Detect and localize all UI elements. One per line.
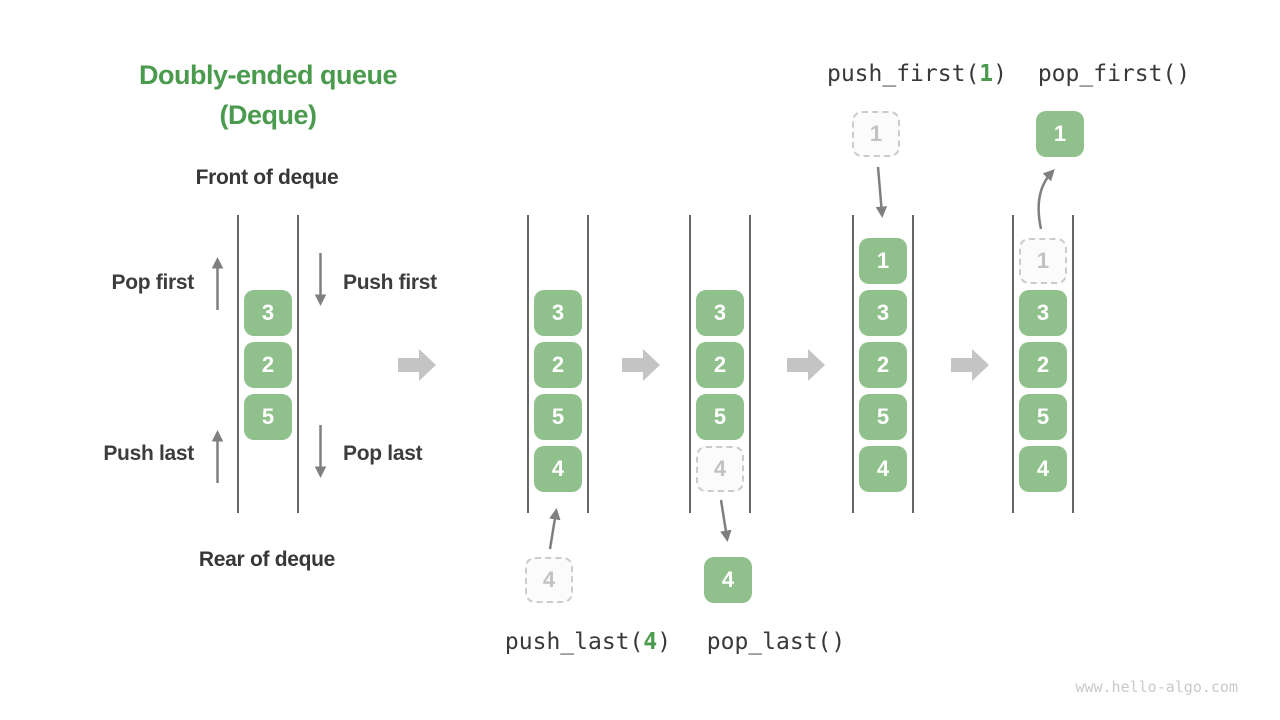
- queue-cell: 5: [696, 394, 744, 440]
- queue-cell: 2: [696, 342, 744, 388]
- queue-cell: 5: [244, 394, 292, 440]
- queue-cell: 3: [859, 290, 907, 336]
- queue-cell: 4: [534, 446, 582, 492]
- watermark: www.hello-algo.com: [1075, 678, 1238, 696]
- pop-first-connector-arrow-icon: [1037, 169, 1055, 230]
- code-text: ): [657, 629, 672, 655]
- queue-cell: 2: [534, 342, 582, 388]
- code-arg: 1: [979, 61, 994, 87]
- queue-wall: [527, 215, 529, 513]
- incoming-cell-ghost: 1: [852, 111, 900, 157]
- pop-last-code-label: pop_last(): [706, 629, 846, 655]
- pop-first-code-label: pop_first(): [1037, 61, 1191, 87]
- code-text: push_first(: [826, 61, 980, 87]
- push-first-connector-arrow-icon: [875, 166, 888, 219]
- queue-wall: [237, 215, 239, 513]
- step-arrow-icon: [951, 349, 989, 381]
- rear-of-deque-label: Rear of deque: [198, 548, 336, 571]
- pop-last-connector-arrow-icon: [719, 499, 732, 542]
- queue-wall: [297, 215, 299, 513]
- popped-cell: 4: [704, 557, 752, 603]
- queue-cell: 4: [1019, 446, 1067, 492]
- front-of-deque-label: Front of deque: [195, 166, 339, 189]
- queue-cell: 5: [859, 394, 907, 440]
- push-last-connector-arrow-icon: [548, 508, 561, 550]
- queue-cell: 2: [1019, 342, 1067, 388]
- step-arrow-icon: [787, 349, 825, 381]
- queue-cell: 3: [696, 290, 744, 336]
- step-arrow-icon: [622, 349, 660, 381]
- queue-cell: 1: [859, 238, 907, 284]
- queue-wall: [689, 215, 691, 513]
- queue-cell: 2: [859, 342, 907, 388]
- queue-wall: [1012, 215, 1014, 513]
- step-arrow-icon: [398, 349, 436, 381]
- queue-cell: 4: [859, 446, 907, 492]
- removed-cell-ghost: 1: [1019, 238, 1067, 284]
- pop-last-label: Pop last: [343, 442, 423, 465]
- queue-wall: [912, 215, 914, 513]
- incoming-cell-ghost: 4: [525, 557, 573, 603]
- diagram-title: Doubly-ended queue (Deque): [68, 55, 468, 135]
- push-first-label: Push first: [343, 271, 437, 294]
- code-arg: 4: [643, 629, 658, 655]
- queue-cell: 3: [1019, 290, 1067, 336]
- code-text: push_last(: [504, 629, 644, 655]
- push-last-code-label: push_last(4): [505, 629, 671, 655]
- queue-wall: [587, 215, 589, 513]
- queue-cell: 2: [244, 342, 292, 388]
- queue-cell: 5: [1019, 394, 1067, 440]
- removed-cell-ghost: 4: [696, 446, 744, 492]
- pop-first-label: Pop first: [111, 271, 195, 294]
- queue-cell: 3: [534, 290, 582, 336]
- diagram-title-line1: Doubly-ended queue: [138, 60, 398, 90]
- push-last-label: Push last: [103, 442, 194, 465]
- queue-wall: [749, 215, 751, 513]
- queue-cell: 5: [534, 394, 582, 440]
- queue-wall: [1072, 215, 1074, 513]
- code-text: ): [993, 61, 1008, 87]
- diagram-title-line2: (Deque): [219, 100, 318, 130]
- queue-cell: 3: [244, 290, 292, 336]
- queue-wall: [852, 215, 854, 513]
- push-first-code-label: push_first(1): [827, 61, 1007, 87]
- popped-cell: 1: [1036, 111, 1084, 157]
